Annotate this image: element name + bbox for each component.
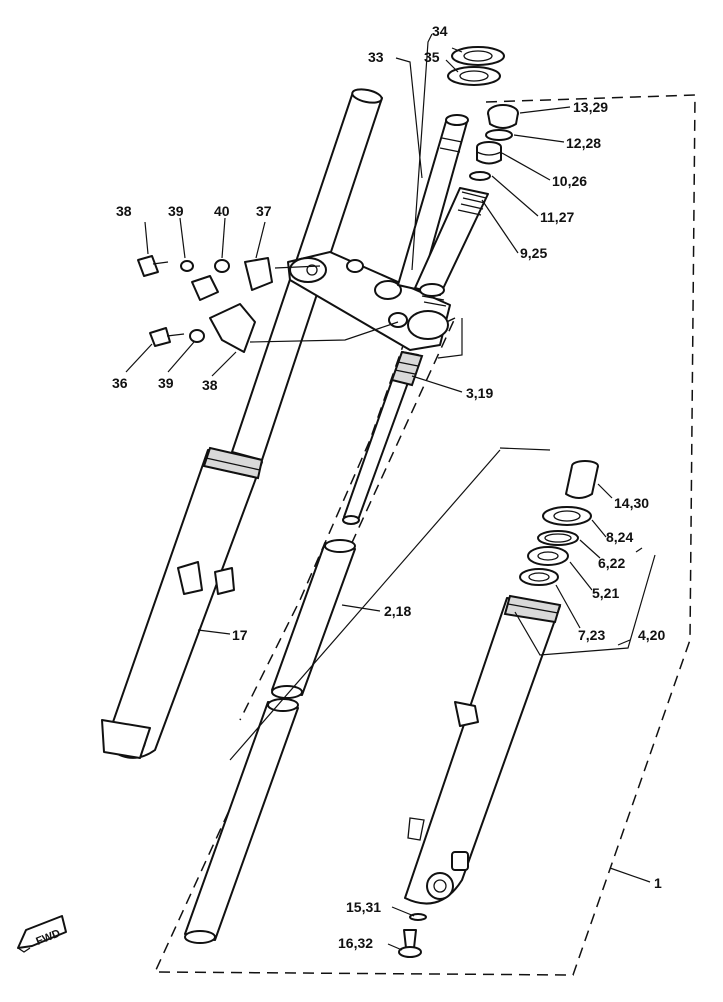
callout-34: 34 <box>432 23 448 39</box>
oil-seal-8 <box>542 506 592 526</box>
spacer-10 <box>476 141 502 165</box>
callout-10-26: 10,26 <box>552 173 587 189</box>
dust-seal-14 <box>565 460 599 499</box>
callout-14-30: 14,30 <box>614 495 649 511</box>
callout-7-23: 7,23 <box>578 627 605 643</box>
callout-13-29: 13,29 <box>573 99 608 115</box>
callout-4-20: 4,20 <box>638 627 665 643</box>
callout-5-21: 5,21 <box>592 585 619 601</box>
bolt-36 <box>149 327 185 347</box>
washer-11 <box>469 171 491 181</box>
bracket-37 <box>244 257 273 291</box>
callout-3-19: 3,19 <box>466 385 493 401</box>
cap-washer-35 <box>447 66 501 86</box>
callout-39-top: 39 <box>168 203 184 219</box>
callout-8-24: 8,24 <box>606 529 633 545</box>
callout-2-18: 2,18 <box>384 603 411 619</box>
retaining-clip-6 <box>537 530 579 546</box>
washer-39-bottom <box>189 329 205 343</box>
callout-38-top: 38 <box>116 203 132 219</box>
inner-tube-lower <box>184 698 299 944</box>
callout-12-28: 12,28 <box>566 135 601 151</box>
callout-6-22: 6,22 <box>598 555 625 571</box>
callout-33: 33 <box>368 49 384 65</box>
callout-39-bottom: 39 <box>158 375 174 391</box>
washer-40 <box>214 259 230 273</box>
callout-11-27: 11,27 <box>540 209 574 225</box>
leader-lines <box>125 33 656 951</box>
callout-36: 36 <box>112 375 128 391</box>
bushing-7 <box>519 568 559 586</box>
fwd-direction-badge: FWD <box>17 915 67 953</box>
washer-39-top <box>180 260 194 272</box>
callout-17: 17 <box>232 627 248 643</box>
damper-rod-3 <box>342 350 424 525</box>
callout-35: 35 <box>424 49 440 65</box>
fork-spring-9 <box>414 187 489 307</box>
guide-plate-38 <box>209 303 256 353</box>
spacer-tube-2 <box>271 539 356 699</box>
bolt-38 <box>137 255 169 277</box>
seal-5 <box>527 546 569 566</box>
callout-15-31: 15,31 <box>346 899 381 915</box>
bolt-16 <box>398 929 422 958</box>
callout-1: 1 <box>654 875 662 891</box>
callout-16-32: 16,32 <box>338 935 373 951</box>
callout-37: 37 <box>256 203 272 219</box>
assembly-boundary-dashed-outline <box>153 94 696 976</box>
cap-washer-34 <box>451 46 505 66</box>
handlebar-clamp-bracket <box>287 251 451 351</box>
left-fork-outer-tube <box>101 446 264 759</box>
callout-9-25: 9,25 <box>520 245 547 261</box>
right-fork-outer-tube <box>404 594 562 905</box>
o-ring-12 <box>485 129 513 141</box>
cap-bolt-13 <box>487 104 519 129</box>
clamp-block <box>191 275 219 301</box>
callout-40: 40 <box>214 203 230 219</box>
callout-38-bottom: 38 <box>202 377 218 393</box>
